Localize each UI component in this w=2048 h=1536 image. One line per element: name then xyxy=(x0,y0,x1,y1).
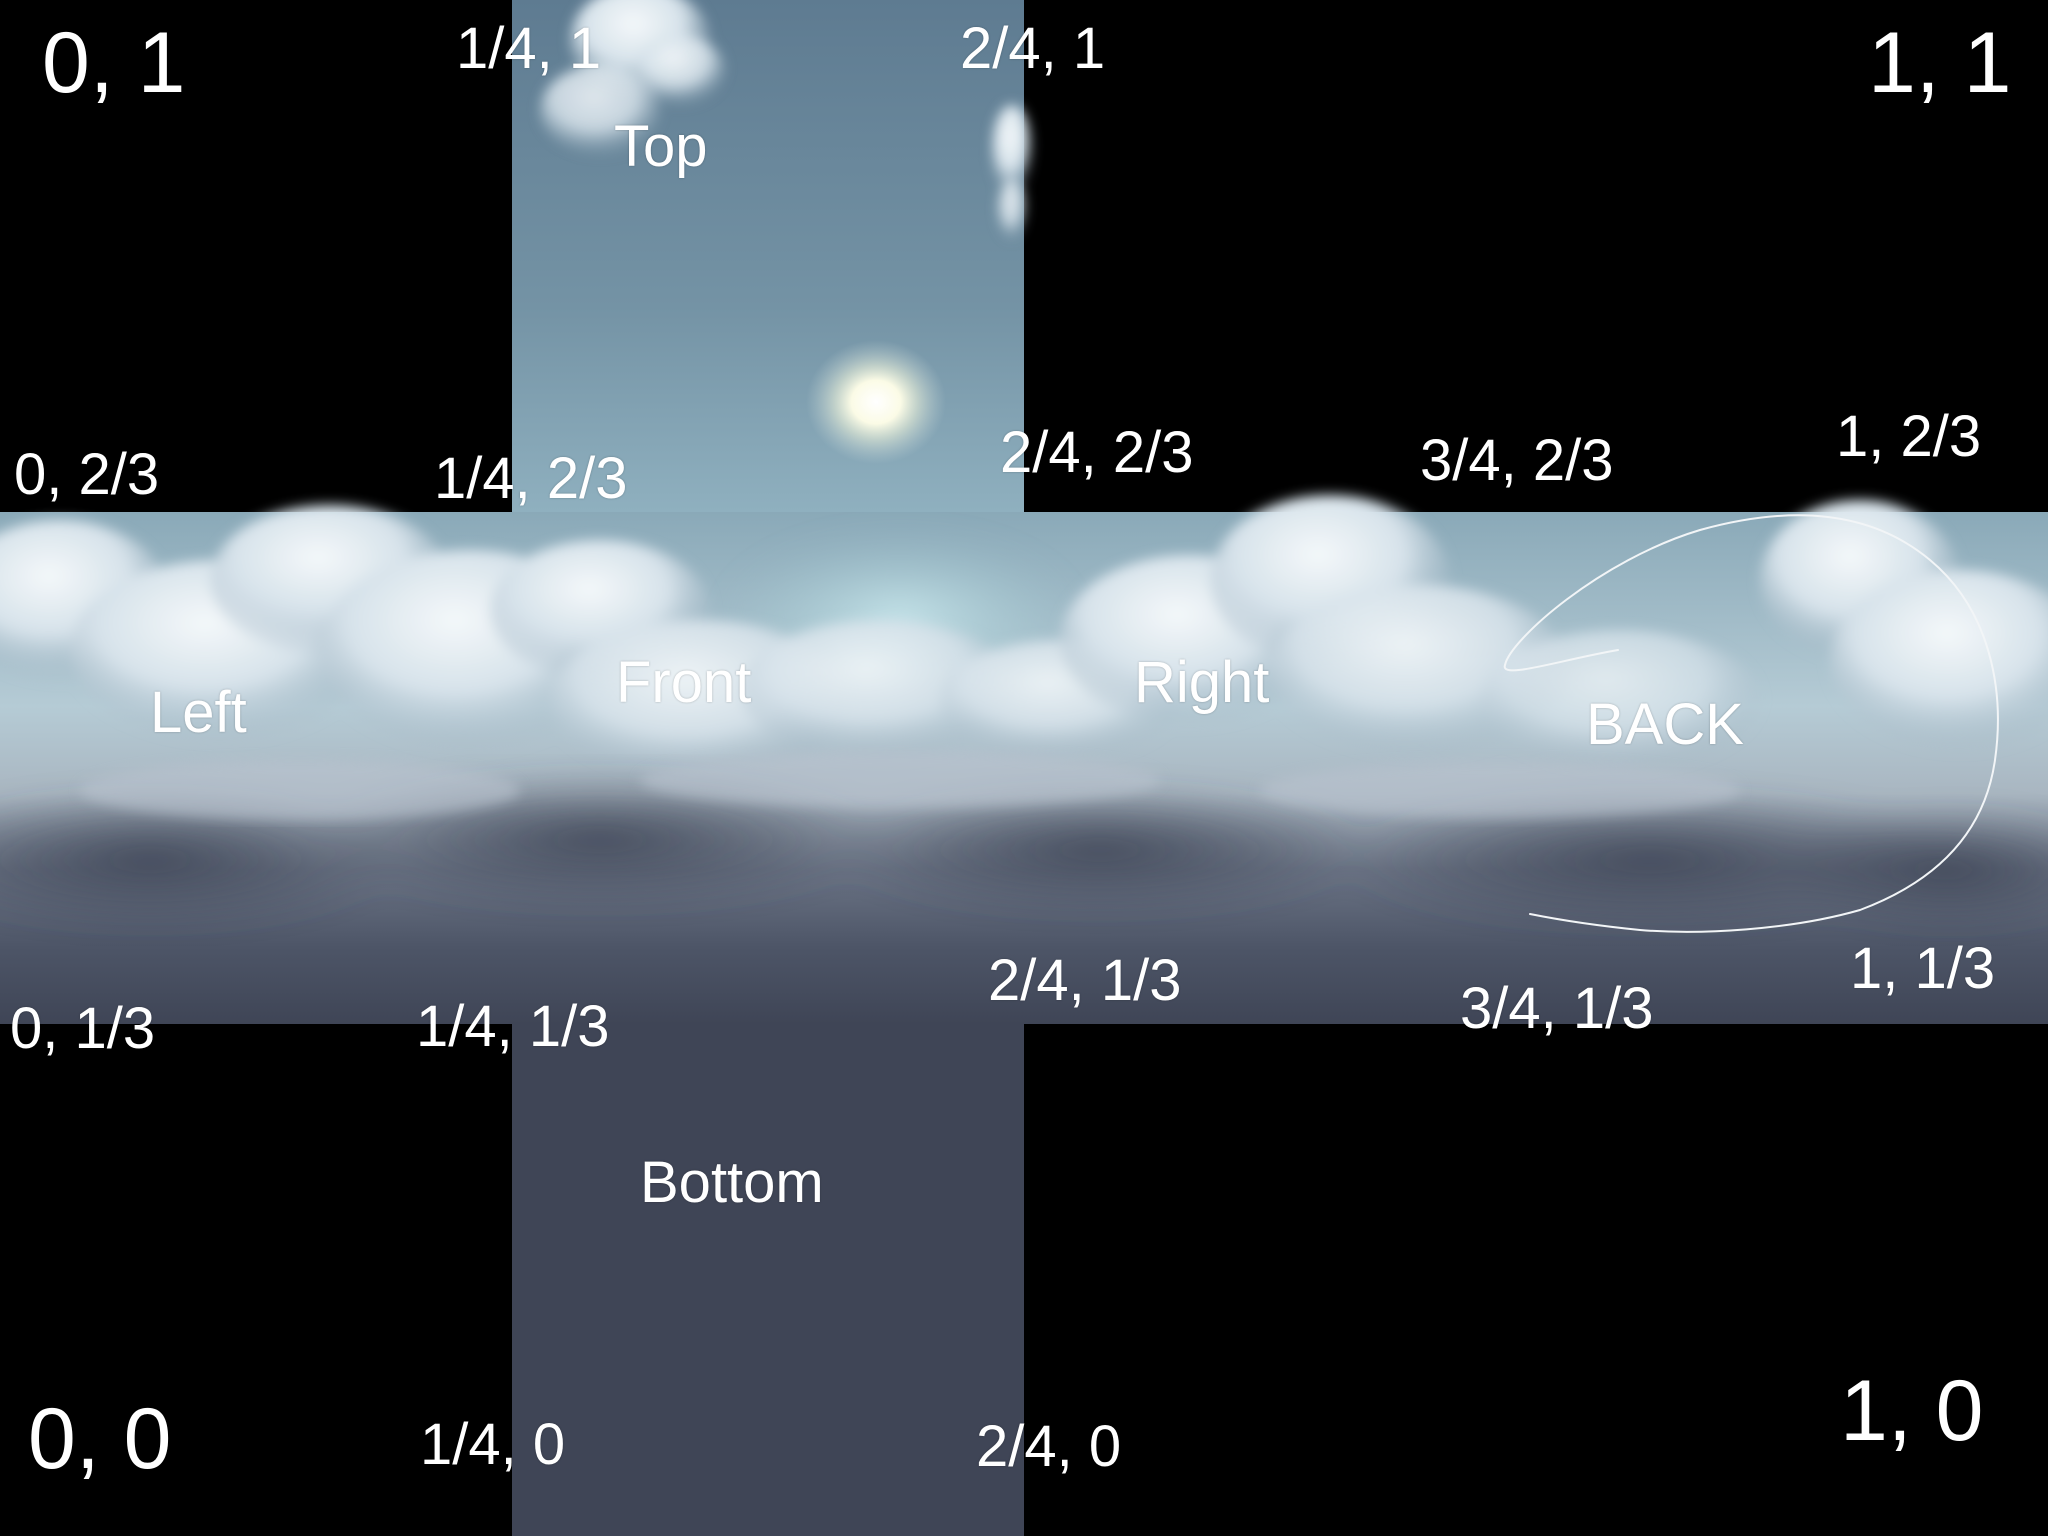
storm-layer xyxy=(0,770,2048,930)
coord-label-one-two-thirds: 1, 2/3 xyxy=(1836,404,1982,469)
corner-label-bottom-left: 0, 0 xyxy=(28,1391,172,1487)
coord-label-zero-one-third: 0, 1/3 xyxy=(10,996,156,1061)
top-clouds xyxy=(540,0,1032,240)
face-label-left: Left xyxy=(150,680,247,745)
scribble-annotation xyxy=(1503,514,1999,933)
coord-label-half-one-third: 2/4, 1/3 xyxy=(988,948,1182,1013)
corner-label-bottom-right: 1, 0 xyxy=(1840,1363,1984,1459)
coord-label-quarter-two-thirds: 1/4, 2/3 xyxy=(434,446,628,511)
coord-label-three-quarter-two-thirds: 3/4, 2/3 xyxy=(1420,428,1614,493)
coord-label-half-1: 2/4, 1 xyxy=(960,16,1106,81)
coord-label-zero-two-thirds: 0, 2/3 xyxy=(14,442,160,507)
coord-label-three-quarter-one-third: 3/4, 1/3 xyxy=(1460,976,1654,1041)
face-label-back: BACK xyxy=(1586,692,1744,757)
coord-label-half-two-thirds: 2/4, 2/3 xyxy=(1000,420,1194,485)
corner-label-top-right: 1, 1 xyxy=(1868,15,2012,111)
coord-label-quarter-zero: 1/4, 0 xyxy=(420,1412,566,1477)
coord-label-quarter-1: 1/4, 1 xyxy=(456,16,602,81)
face-label-top: Top xyxy=(614,114,708,179)
coord-label-half-zero: 2/4, 0 xyxy=(976,1414,1122,1479)
corner-label-top-left: 0, 1 xyxy=(42,15,186,111)
face-label-right: Right xyxy=(1134,650,1270,715)
coord-label-one-one-third: 1, 1/3 xyxy=(1850,936,1996,1001)
sun xyxy=(806,340,946,464)
coord-label-quarter-one-third: 1/4, 1/3 xyxy=(416,994,610,1059)
cloud-bank xyxy=(0,495,2048,780)
bottom-face xyxy=(512,1024,1024,1536)
cloud-highlights xyxy=(80,752,1740,820)
face-label-front: Front xyxy=(616,650,752,715)
face-label-bottom: Bottom xyxy=(640,1150,824,1215)
